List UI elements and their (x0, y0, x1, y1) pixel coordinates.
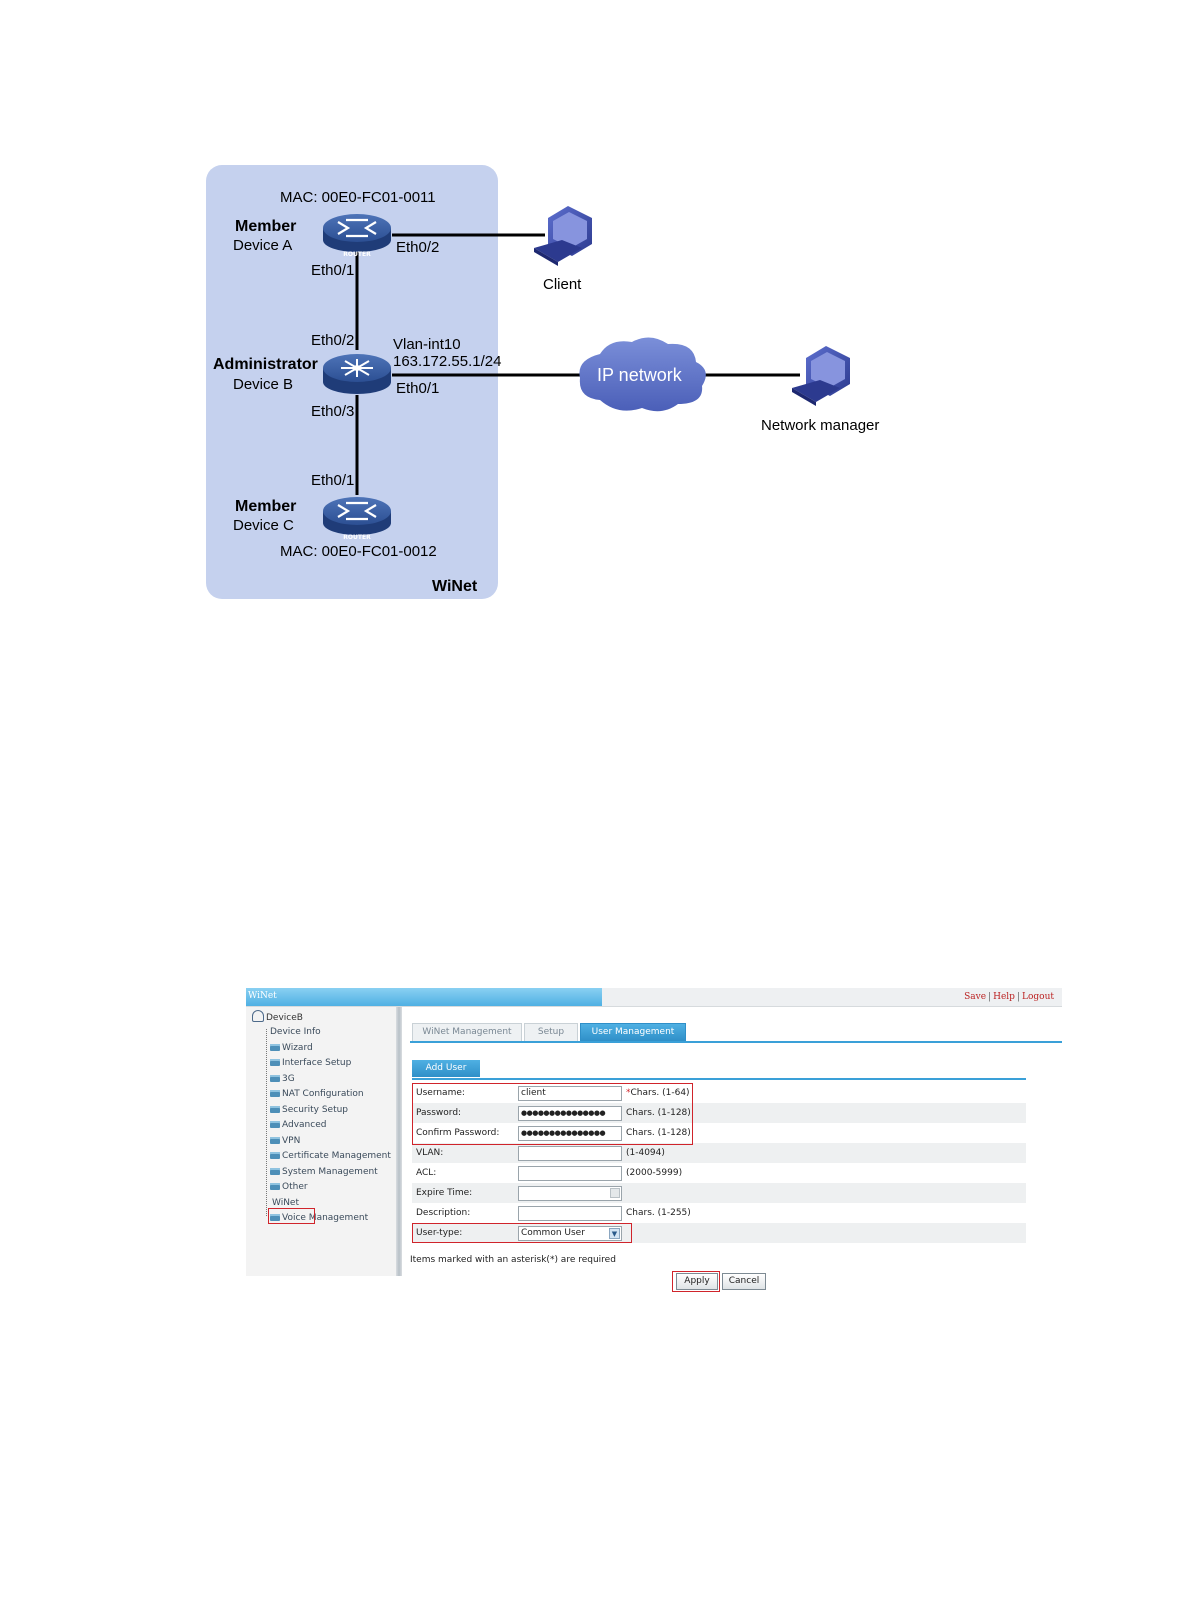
help-link[interactable]: Help (993, 992, 1015, 1002)
form-row-vlan: VLAN: (1-4094) (412, 1143, 1026, 1163)
form-row-acl: ACL: (2000-5999) (412, 1163, 1026, 1183)
client-label: Client (543, 276, 582, 293)
title-bar: WiNet Save|Help|Logout (246, 988, 1062, 1007)
nav-item-device-info[interactable]: Device Info (270, 1027, 321, 1037)
tab-underline (410, 1041, 1062, 1043)
confirm-password-input[interactable]: ●●●●●●●●●●●●●●● (518, 1126, 622, 1141)
winet-region-label: WiNet (432, 578, 478, 595)
form-row-description: Description: Chars. (1-255) (412, 1203, 1026, 1223)
highlight-apply (672, 1271, 720, 1292)
folder-icon (270, 1183, 280, 1190)
password-input[interactable]: ●●●●●●●●●●●●●●● (518, 1106, 622, 1121)
username-input[interactable]: client (518, 1086, 622, 1101)
folder-icon (270, 1090, 280, 1097)
description-input[interactable] (518, 1206, 622, 1221)
device-b-port-out: Eth0/1 (396, 380, 439, 397)
nav-item-certificate-management[interactable]: Certificate Management (270, 1151, 391, 1161)
device-c-name: Device C (233, 517, 294, 534)
user-group-icon (252, 1010, 264, 1022)
nav-item-other[interactable]: Other (270, 1182, 308, 1192)
ip-network-label: IP network (597, 365, 683, 385)
nav-item-3g[interactable]: 3G (270, 1074, 295, 1084)
network-manager-label: Network manager (761, 417, 879, 434)
nav-item-advanced[interactable]: Advanced (270, 1120, 326, 1130)
switch-icon-device-b (323, 354, 391, 394)
vlan-input[interactable] (518, 1146, 622, 1161)
acl-input[interactable] (518, 1166, 622, 1181)
device-a-name: Device A (233, 237, 292, 254)
router-icon-device-a: ROUTER (323, 214, 391, 258)
navigation-tree: DeviceB Device Info Wizard Interface Set… (246, 1007, 396, 1276)
nav-item-voice-management[interactable]: Voice Management (270, 1213, 368, 1223)
router-badge-a: ROUTER (343, 251, 371, 258)
highlight-user-type (412, 1223, 632, 1243)
folder-icon (270, 1168, 280, 1175)
user-type-select[interactable]: Common User▼ (518, 1226, 622, 1241)
device-a-port-client: Eth0/2 (396, 239, 439, 256)
nav-item-system-management[interactable]: System Management (270, 1167, 378, 1177)
device-c-role: Member (235, 498, 296, 515)
winet-web-screenshot: WiNet Save|Help|Logout DeviceB Device In… (246, 988, 1062, 1292)
device-b-vlan: Vlan-int10 (393, 336, 461, 353)
device-b-port-up: Eth0/2 (311, 332, 354, 349)
form-row-user-type: User-type: Common User▼ (412, 1223, 1026, 1243)
chevron-down-icon[interactable]: ▼ (609, 1228, 620, 1239)
form-row-password: Password: ●●●●●●●●●●●●●●● Chars. (1-128) (412, 1103, 1026, 1123)
nav-root[interactable]: DeviceB (252, 1010, 303, 1023)
logout-link[interactable]: Logout (1022, 992, 1054, 1002)
router-badge-c: ROUTER (343, 534, 371, 541)
nav-root-label: DeviceB (266, 1013, 303, 1023)
nav-splitter[interactable] (396, 1007, 402, 1276)
window-title: WiNet (248, 991, 277, 1001)
folder-icon (270, 1044, 280, 1051)
device-a-port-down: Eth0/1 (311, 262, 354, 279)
device-b-port-down: Eth0/3 (311, 403, 354, 420)
network-diagram: WiNet ROUTER MAC: 00E0-FC01-0011 Member … (206, 165, 879, 599)
form-row-confirm-password: Confirm Password: ●●●●●●●●●●●●●●● Chars.… (412, 1123, 1026, 1143)
folder-icon (270, 1121, 280, 1128)
nav-item-wizard[interactable]: Wizard (270, 1043, 313, 1053)
folder-icon (270, 1214, 280, 1221)
folder-icon (270, 1152, 280, 1159)
highlight-credentials (412, 1083, 693, 1145)
nav-item-security-setup[interactable]: Security Setup (270, 1105, 348, 1115)
required-note: Items marked with an asterisk(*) are req… (410, 1255, 616, 1265)
device-b-name: Device B (233, 376, 293, 393)
client-pc-icon (534, 206, 592, 266)
tree-line (266, 1029, 267, 1216)
folder-icon (270, 1059, 280, 1066)
nav-winet-highlight (268, 1208, 315, 1224)
subtab-add-user[interactable]: Add User (412, 1060, 480, 1077)
apply-button[interactable]: Apply (676, 1273, 718, 1290)
ip-network-cloud-icon (579, 337, 706, 412)
main-content: WiNet Management Setup User Management A… (406, 1007, 1062, 1292)
cancel-button[interactable]: Cancel (722, 1273, 766, 1290)
tab-setup[interactable]: Setup (524, 1023, 578, 1041)
folder-icon (270, 1137, 280, 1144)
device-c-port-up: Eth0/1 (311, 472, 354, 489)
subtab-underline (412, 1078, 1026, 1080)
expire-time-input[interactable] (518, 1186, 622, 1201)
nav-item-interface-setup[interactable]: Interface Setup (270, 1058, 351, 1068)
nav-item-winet[interactable]: WiNet (272, 1198, 299, 1208)
device-b-role: Administrator (213, 356, 318, 373)
folder-icon (270, 1106, 280, 1113)
form-row-expire-time: Expire Time: (412, 1183, 1026, 1203)
device-b-ip: 163.172.55.1/24 (393, 353, 501, 370)
folder-icon (270, 1075, 280, 1082)
calendar-icon[interactable] (610, 1188, 620, 1198)
device-a-role: Member (235, 218, 296, 235)
network-manager-pc-icon (792, 346, 850, 406)
tab-winet-management[interactable]: WiNet Management (412, 1023, 522, 1041)
save-link[interactable]: Save (964, 992, 987, 1002)
device-a-mac: MAC: 00E0-FC01-0011 (280, 189, 436, 206)
nav-item-nat-configuration[interactable]: NAT Configuration (270, 1089, 364, 1099)
form-row-username: Username: client *Chars. (1-64) (412, 1083, 1026, 1103)
nav-item-vpn[interactable]: VPN (270, 1136, 300, 1146)
tab-user-management[interactable]: User Management (580, 1023, 686, 1041)
top-links: Save|Help|Logout (964, 992, 1054, 1002)
device-c-mac: MAC: 00E0-FC01-0012 (280, 543, 437, 560)
router-icon-device-c: ROUTER (323, 497, 391, 541)
